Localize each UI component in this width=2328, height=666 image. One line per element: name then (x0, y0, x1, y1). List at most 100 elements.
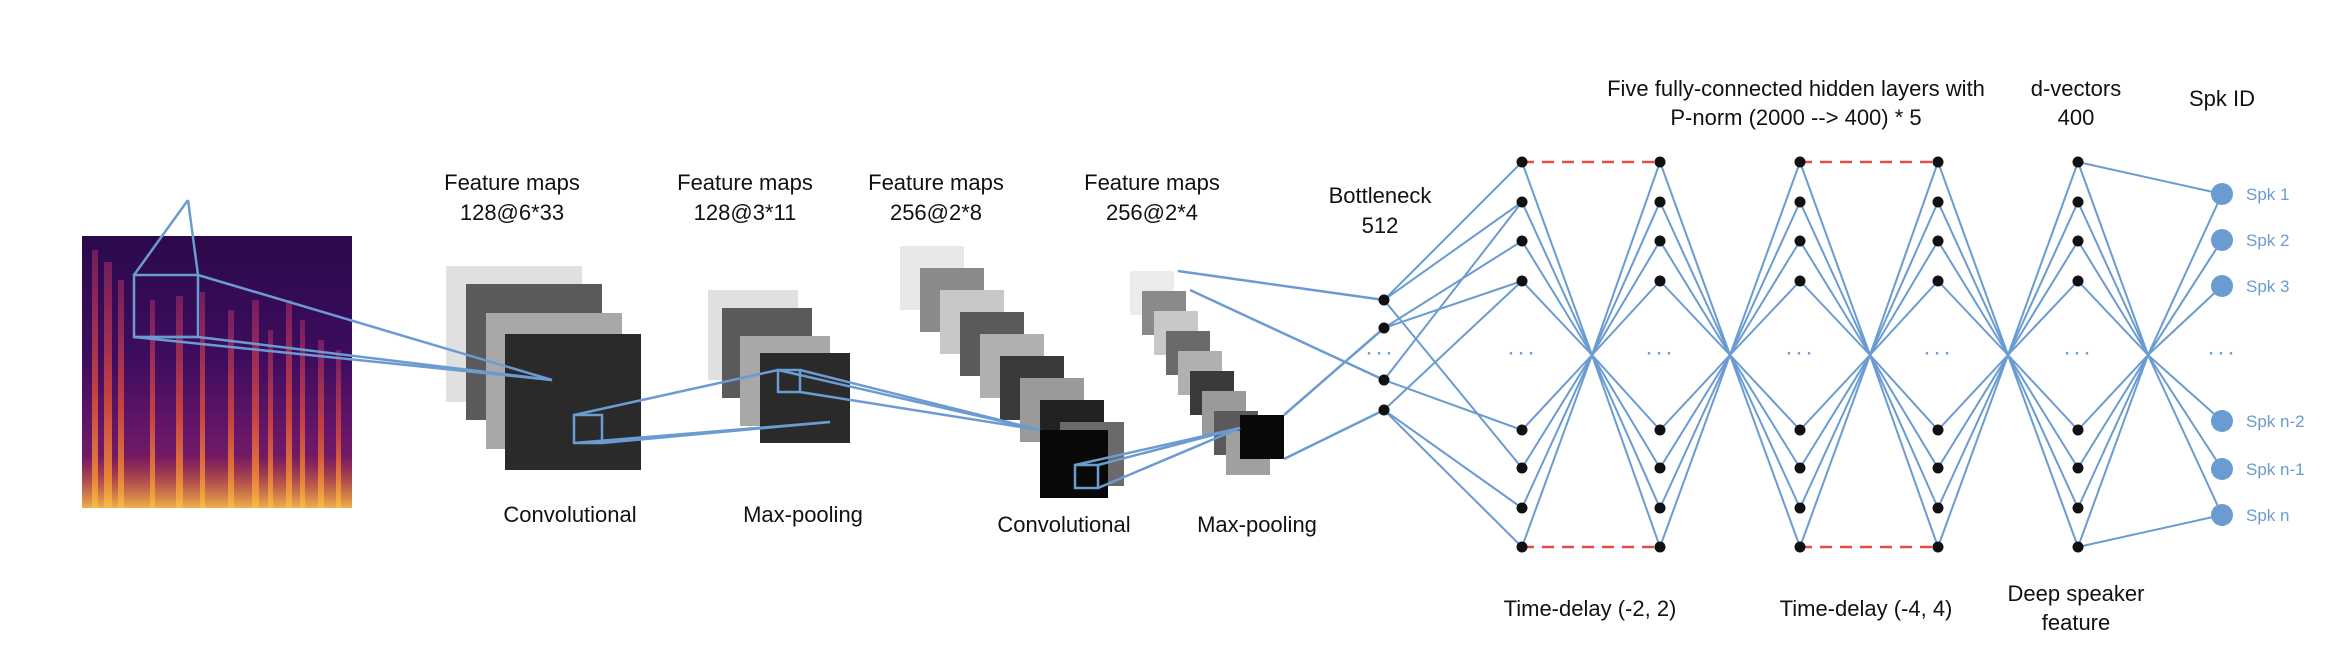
bottleneck-node (1378, 374, 1390, 386)
edge (1869, 240, 1939, 356)
edge (1799, 201, 1871, 356)
edge (1799, 354, 1871, 431)
edge (1869, 201, 1939, 356)
hidden-node (1654, 196, 1666, 208)
fm2-dims: 128@3*11 (694, 200, 797, 225)
spectrogram-image (82, 236, 352, 508)
network-edges (1383, 161, 2223, 548)
feature-map-front (1240, 415, 1284, 459)
edge (1383, 201, 1523, 301)
speaker-label: Spk n (2246, 506, 2289, 525)
edge (1591, 354, 1661, 548)
bottleneck-node (1378, 322, 1390, 334)
spectrogram-band (150, 300, 155, 508)
dvector-node (2072, 275, 2084, 287)
pool1-label: Max-pooling (743, 502, 863, 527)
fm2-title: Feature maps (677, 170, 813, 195)
edge (1383, 280, 1523, 329)
edge (2007, 354, 2079, 548)
edge (1937, 354, 2009, 548)
dvector-node (2072, 502, 2084, 514)
dvector-node (2072, 462, 2084, 474)
hidden-node (1654, 541, 1666, 553)
edge (1659, 240, 1731, 356)
feature-maps-conv1 (446, 266, 641, 470)
edge (1521, 354, 1593, 431)
connection-line (1283, 408, 1385, 461)
edge (1799, 240, 1871, 356)
feature-maps-pool1 (708, 290, 850, 443)
edge (2077, 161, 2149, 356)
edge (2077, 354, 2149, 431)
speaker-label: Spk 1 (2246, 185, 2289, 204)
dvectors-title: d-vectors (2031, 76, 2121, 101)
edge (1729, 161, 1801, 356)
hidden-node (1932, 502, 1944, 514)
edge (2007, 354, 2079, 469)
fm3-dims: 256@2*8 (890, 200, 982, 225)
edge (1591, 201, 1661, 356)
spectrogram-band (300, 320, 305, 508)
deep-speaker-feature-2: feature (2042, 610, 2111, 635)
fm3-title: Feature maps (868, 170, 1004, 195)
ellipsis-hidden-2: ··· (1645, 339, 1675, 366)
hidden-node (1794, 462, 1806, 474)
dvectors-dims: 400 (2058, 105, 2095, 130)
hidden-node (1932, 235, 1944, 247)
edge (1591, 354, 1661, 509)
spectrogram-band (200, 292, 205, 508)
edge (1591, 354, 1661, 469)
hidden-node (1654, 156, 1666, 168)
edge (1383, 161, 1523, 301)
edge (1591, 161, 1661, 356)
edge (1659, 201, 1731, 356)
edge (2077, 354, 2149, 469)
edge (1591, 240, 1661, 356)
hidden-node (1516, 462, 1528, 474)
hidden-node (1516, 424, 1528, 436)
edge (2147, 193, 2223, 356)
speaker-label: Spk 3 (2246, 277, 2289, 296)
conv1-label: Convolutional (503, 502, 636, 527)
spectrogram-band (104, 262, 112, 508)
hidden-node (1516, 156, 1528, 168)
ellipsis-hidden-3: ··· (1785, 339, 1815, 366)
edge (2077, 161, 2223, 195)
edge (2007, 161, 2079, 356)
edge (1591, 354, 1661, 431)
hidden-node (1654, 275, 1666, 287)
edge (2147, 285, 2223, 356)
edge (1937, 240, 2009, 356)
edge (1383, 409, 1523, 509)
edge (1521, 354, 1593, 548)
ellipsis-bottleneck: ··· (1365, 339, 1395, 366)
spectrogram-band (252, 300, 259, 508)
edge (1869, 354, 1939, 431)
pool2-label: Max-pooling (1197, 512, 1317, 537)
hidden-node (1654, 424, 1666, 436)
hidden-node (1516, 275, 1528, 287)
hidden-node (1794, 156, 1806, 168)
edge (1729, 354, 1801, 431)
spkid-title: Spk ID (2189, 86, 2255, 111)
ellipsis-hidden-1: ··· (1507, 339, 1537, 366)
edge (1729, 354, 1801, 469)
speaker-output-node (2211, 504, 2233, 526)
bottleneck-title: Bottleneck (1329, 183, 1433, 208)
ellipsis-markers: ··· ··· ··· ··· ··· ··· ··· (1365, 339, 2235, 366)
edge (2007, 354, 2079, 509)
hidden-node (1794, 424, 1806, 436)
edge (1799, 354, 1871, 509)
edge (2007, 354, 2079, 431)
time-delay-dashed-links (1522, 160, 1938, 549)
fm4-dims: 256@2*4 (1106, 200, 1198, 225)
hidden-node (1932, 462, 1944, 474)
hidden-node (1932, 156, 1944, 168)
edge (2007, 240, 2079, 356)
edge (2147, 354, 2223, 422)
edge (2147, 354, 2223, 516)
hidden-node (1516, 235, 1528, 247)
edge (2077, 354, 2149, 509)
connection-line (1283, 327, 1385, 416)
